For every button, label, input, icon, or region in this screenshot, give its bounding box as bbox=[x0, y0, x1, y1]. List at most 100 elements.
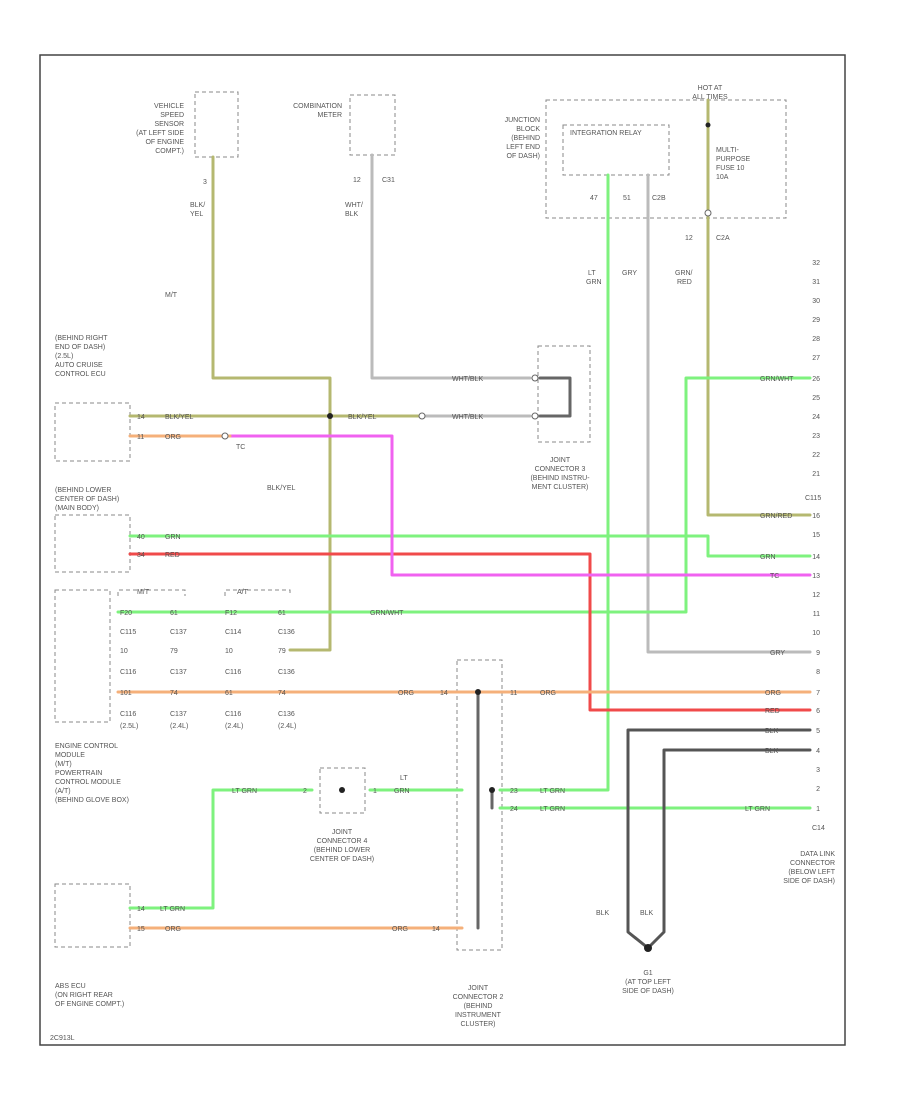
jb-gry: GRY bbox=[622, 270, 637, 277]
junction-blkyel: BLK/YEL bbox=[348, 414, 377, 421]
speed-wire-color-1: BLK/ bbox=[190, 202, 205, 209]
svg-text:VEHICLE: VEHICLE bbox=[154, 103, 184, 110]
svg-text:(2.4L): (2.4L) bbox=[170, 723, 188, 730]
svg-text:OF ENGINE: OF ENGINE bbox=[145, 139, 184, 146]
meter-connector: C31 bbox=[382, 177, 395, 184]
auto-cruise-ecu-box bbox=[54, 402, 131, 462]
ground-blk-1: BLK bbox=[596, 910, 610, 917]
wire-jb-ltgrn bbox=[498, 173, 610, 792]
speed-sensor-pin: 3 bbox=[203, 179, 207, 186]
body-pin-34: 34 bbox=[137, 552, 145, 559]
cruise-pin-14: 14 bbox=[137, 414, 145, 421]
svg-text:2: 2 bbox=[816, 786, 820, 793]
cruise-pin-14-color: BLK/YEL bbox=[165, 414, 194, 421]
svg-text:(AT LEFT SIDE: (AT LEFT SIDE bbox=[136, 130, 184, 137]
abs-pin-15: 15 bbox=[137, 926, 145, 933]
svg-text:7: 7 bbox=[816, 690, 820, 697]
fuse-label: MULTI- PURPOSE FUSE 10 10A bbox=[716, 147, 751, 181]
connector-inline-tc bbox=[221, 432, 229, 440]
svg-text:(BEHIND RIGHT: (BEHIND RIGHT bbox=[55, 335, 108, 342]
svg-text:6: 6 bbox=[816, 708, 820, 715]
svg-text:CONNECTOR 3: CONNECTOR 3 bbox=[535, 466, 586, 473]
svg-text:GRN: GRN bbox=[760, 554, 776, 561]
joint2-org-label: ORG bbox=[540, 690, 556, 697]
svg-text:RED: RED bbox=[765, 708, 780, 715]
svg-text:JOINT: JOINT bbox=[332, 829, 353, 836]
svg-text:C116: C116 bbox=[225, 711, 241, 718]
svg-text:30: 30 bbox=[812, 298, 820, 305]
joint4-lt-2: GRN bbox=[394, 788, 410, 795]
meter-wire-color-1: WHT/ bbox=[345, 202, 363, 209]
integration-relay-box bbox=[562, 124, 670, 176]
svg-text:ABS ECU: ABS ECU bbox=[55, 983, 86, 990]
mt-bracket bbox=[117, 589, 186, 596]
at-header: A/T bbox=[237, 589, 249, 596]
svg-text:4: 4 bbox=[816, 748, 820, 755]
jb-connector: C2B bbox=[652, 195, 666, 202]
data-link-connector-label: DATA LINK CONNECTOR (BELOW LEFT SIDE OF … bbox=[783, 851, 835, 885]
body-pin-40-color: GRN bbox=[165, 534, 181, 541]
joint4-lt-1: LT bbox=[400, 775, 408, 782]
svg-text:OF ENGINE COMPT.): OF ENGINE COMPT.) bbox=[55, 1001, 124, 1008]
joint-connector-3-label: JOINT CONNECTOR 3 (BEHIND INSTRU- MENT C… bbox=[530, 457, 590, 491]
svg-text:COMPT.): COMPT.) bbox=[155, 148, 184, 155]
wire-blk-1 bbox=[626, 728, 812, 950]
svg-text:61: 61 bbox=[225, 690, 233, 697]
svg-text:27: 27 bbox=[812, 355, 820, 362]
dlc-pin-list: 32 31 30 29 28 27 26 25 24 23 22 21 16 1… bbox=[812, 260, 820, 813]
svg-text:(BEHIND: (BEHIND bbox=[511, 135, 540, 142]
jb-ltgrn-2: GRN bbox=[586, 279, 602, 286]
svg-text:12: 12 bbox=[812, 592, 820, 599]
svg-text:JOINT: JOINT bbox=[468, 985, 489, 992]
mt-label: M/T bbox=[165, 292, 178, 299]
junction-block-label: JUNCTION BLOCK (BEHIND LEFT END OF DASH) bbox=[505, 117, 541, 160]
svg-text:74: 74 bbox=[170, 690, 178, 697]
joint3-whtblk-2: WHT/BLK bbox=[452, 414, 483, 421]
svg-text:31: 31 bbox=[812, 279, 820, 286]
svg-text:(M/T): (M/T) bbox=[55, 761, 72, 768]
abs-ecu-label: ABS ECU (ON RIGHT REAR OF ENGINE COMPT.) bbox=[55, 983, 124, 1008]
center-blkyel: BLK/YEL bbox=[267, 485, 296, 492]
abs-ecu-box bbox=[54, 883, 131, 948]
svg-text:8: 8 bbox=[816, 669, 820, 676]
svg-text:79: 79 bbox=[170, 648, 178, 655]
abs-pin-14: 14 bbox=[137, 906, 145, 913]
svg-text:(2.4L): (2.4L) bbox=[225, 723, 243, 730]
abs-org-right-pin: 14 bbox=[432, 926, 440, 933]
svg-text:(AT TOP LEFT: (AT TOP LEFT bbox=[625, 979, 671, 986]
wire-blk-2 bbox=[646, 748, 812, 950]
fuse-connector: C2A bbox=[716, 235, 730, 242]
joint-connector-4-label: JOINT CONNECTOR 4 (BEHIND LOWER CENTER O… bbox=[310, 829, 374, 863]
ecm-grnwht: GRN/WHT bbox=[370, 610, 404, 617]
svg-text:ORG: ORG bbox=[765, 690, 781, 697]
jb-pin-47: 47 bbox=[590, 195, 598, 202]
speed-sensor-label: VEHICLE SPEED SENSOR (AT LEFT SIDE OF EN… bbox=[136, 103, 184, 155]
svg-text:C114: C114 bbox=[225, 629, 241, 636]
svg-text:SENSOR: SENSOR bbox=[154, 121, 184, 128]
svg-text:HOT AT: HOT AT bbox=[698, 85, 723, 92]
joint2-pin-11: 11 bbox=[510, 690, 517, 697]
svg-text:F20: F20 bbox=[120, 610, 132, 617]
svg-text:LT GRN: LT GRN bbox=[745, 806, 770, 813]
svg-text:GRN/RED: GRN/RED bbox=[760, 513, 792, 520]
svg-text:C115: C115 bbox=[120, 629, 136, 636]
svg-text:MODULE: MODULE bbox=[55, 752, 85, 759]
joint-connector-3-box bbox=[537, 345, 591, 443]
svg-text:(A/T): (A/T) bbox=[55, 788, 71, 795]
svg-text:13: 13 bbox=[812, 573, 820, 580]
cruise-pin-11-color: ORG bbox=[165, 434, 181, 441]
svg-text:METER: METER bbox=[318, 112, 343, 119]
joint-connector-4-box bbox=[319, 767, 366, 814]
svg-text:C116: C116 bbox=[225, 669, 241, 676]
meter-pin: 12 bbox=[353, 177, 361, 184]
connector-joint3-b bbox=[531, 412, 539, 420]
svg-text:CONNECTOR 2: CONNECTOR 2 bbox=[453, 994, 504, 1001]
svg-text:(2.5L): (2.5L) bbox=[55, 353, 73, 360]
svg-text:3: 3 bbox=[816, 767, 820, 774]
cruise-ecu-label: (BEHIND RIGHT END OF DASH) (2.5L) AUTO C… bbox=[55, 335, 108, 378]
svg-text:END OF DASH): END OF DASH) bbox=[55, 344, 105, 351]
abs-pin-15-color: ORG bbox=[165, 926, 181, 933]
joint4-pin-2: 2 bbox=[303, 788, 307, 795]
svg-text:BLK: BLK bbox=[765, 748, 779, 755]
mt-header: M/T bbox=[137, 589, 150, 596]
